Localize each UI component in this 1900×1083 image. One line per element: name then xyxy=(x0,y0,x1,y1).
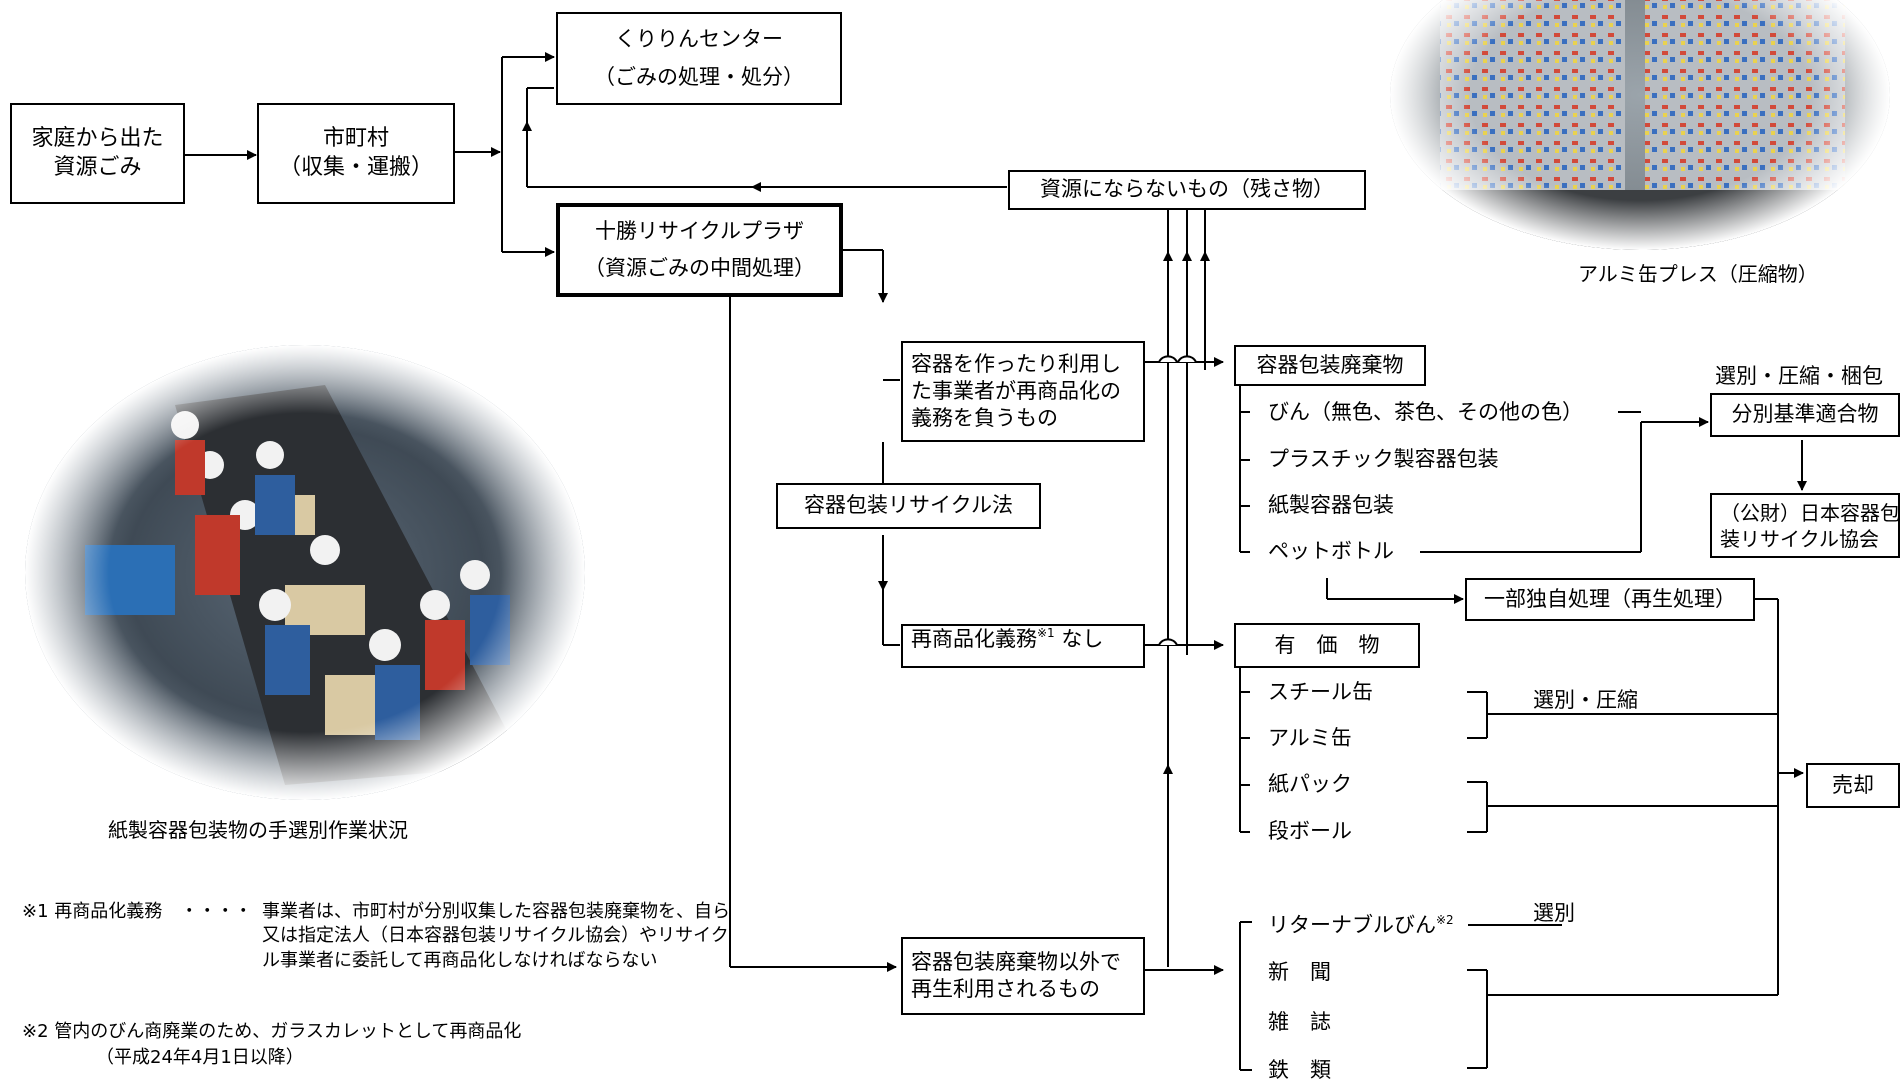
cans-photo-caption: アルミ缶プレス（圧縮物） xyxy=(1578,262,1818,286)
packaging-item: 紙製容器包装 xyxy=(1268,493,1394,517)
own-processing-label: 一部独自処理（再生処理） xyxy=(1484,586,1736,611)
municipality-box: 市町村 （収集・運搬） xyxy=(257,103,455,204)
residue-box: 資源にならないもの（残さ物） xyxy=(1008,170,1366,210)
packaging-item: びん（無色、茶色、その他の色） xyxy=(1268,400,1583,424)
kuririn-center-sub: （ごみの処理・処分） xyxy=(594,64,804,89)
note2-mark: ※2 xyxy=(1436,913,1454,927)
household-waste-label: 家庭から出た資源ごみ xyxy=(31,125,164,180)
sort-press-pack-label: 選別・圧縮・梱包 xyxy=(1715,364,1883,388)
packaging-item: プラスチック製容器包装 xyxy=(1268,447,1499,471)
returnable-bottle-label: リターナブルびん xyxy=(1268,913,1436,937)
note1-head: ※1 再商品化義務 ・・・・ xyxy=(22,901,253,922)
note2-line1: ※2 管内のびん商廃業のため、ガラスカレットとして再商品化 xyxy=(22,1021,522,1042)
sale-label: 売却 xyxy=(1832,772,1874,797)
sale-box: 売却 xyxy=(1806,763,1900,808)
obligated-business-box: 容器を作ったり利用した事業者が再商品化の義務を負うもの xyxy=(901,341,1145,442)
sorting-photo-art xyxy=(25,345,585,800)
tokachi-recycle-plaza-label: 十勝リサイクルプラザ xyxy=(595,218,804,243)
obligated-business-label: 容器を作ったり利用した事業者が再商品化の義務を負うもの xyxy=(911,351,1121,431)
household-waste-box: 家庭から出た資源ごみ xyxy=(10,103,185,204)
municipality-sub: （収集・運搬） xyxy=(278,154,433,180)
sorting-photo-caption: 紙製容器包装物の手選別作業状況 xyxy=(108,818,408,842)
jcpra-box: （公財）日本容器包装リサイクル協会 xyxy=(1710,493,1900,558)
sorting-photo xyxy=(25,345,585,800)
municipality-label: 市町村 xyxy=(322,125,389,151)
note1-body: 事業者は、市町村が分別収集した容器包装廃棄物を、自ら又は指定法人（日本容器包装リ… xyxy=(262,901,730,971)
other-reuse-label: 容器包装廃棄物以外で再生利用されるもの xyxy=(911,949,1121,1001)
packaging-waste-label: 容器包装廃棄物 xyxy=(1256,352,1404,377)
kuririn-center-box: くりりんセンター （ごみの処理・処分） xyxy=(556,12,842,105)
no-obligation-box: 再商品化義務※1 なし xyxy=(901,624,1145,668)
other-reuse-box: 容器包装廃棄物以外で再生利用されるもの xyxy=(901,937,1145,1015)
valuables-label: 有 価 物 xyxy=(1274,632,1380,657)
no-obligation-label: 再商品化義務 xyxy=(911,627,1037,651)
sorted-standard-box: 分別基準適合物 xyxy=(1710,393,1900,437)
recycling-law-label: 容器包装リサイクル法 xyxy=(804,493,1013,518)
tokachi-recycle-plaza-box: 十勝リサイクルプラザ （資源ごみの中間処理） xyxy=(556,203,843,297)
no-obligation-tail: なし xyxy=(1054,627,1104,651)
valuables-item: スチール缶 xyxy=(1268,680,1373,704)
other-item: 雑 誌 xyxy=(1268,1010,1331,1034)
other-item: 鉄 類 xyxy=(1268,1058,1331,1082)
sort-label: 選別 xyxy=(1533,901,1575,925)
returnable-bottle-item: リターナブルびん※2 xyxy=(1268,913,1454,938)
sorted-standard-label: 分別基準適合物 xyxy=(1731,402,1879,427)
valuables-item: 段ボール xyxy=(1268,819,1352,843)
valuables-item: アルミ缶 xyxy=(1268,726,1352,750)
note1-mark: ※1 xyxy=(1037,626,1055,640)
valuables-box: 有 価 物 xyxy=(1234,623,1420,668)
own-processing-box: 一部独自処理（再生処理） xyxy=(1465,578,1755,621)
note2-line2: （平成24年4月1日以降） xyxy=(96,1047,304,1068)
packaging-waste-box: 容器包装廃棄物 xyxy=(1234,345,1426,386)
tokachi-recycle-plaza-sub: （資源ごみの中間処理） xyxy=(584,256,815,280)
residue-label: 資源にならないもの（残さ物） xyxy=(1040,177,1334,202)
jcpra-label: （公財）日本容器包装リサイクル協会 xyxy=(1720,500,1900,551)
recycling-law-box: 容器包装リサイクル法 xyxy=(776,483,1041,529)
valuables-item: 紙パック xyxy=(1268,772,1352,796)
kuririn-center-label: くりりんセンター xyxy=(615,27,783,52)
sort-press-label: 選別・圧縮 xyxy=(1533,688,1638,712)
other-item: 新 聞 xyxy=(1268,960,1331,984)
packaging-item: ペットボトル xyxy=(1268,539,1394,563)
